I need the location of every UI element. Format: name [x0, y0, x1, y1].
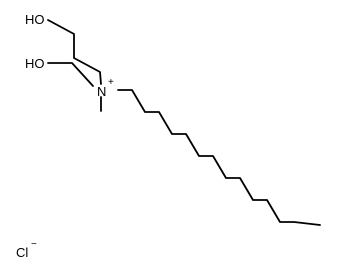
- chloride-negative-charge: −: [31, 239, 37, 250]
- hydroxyethyl-bond-upper: [47, 19, 102, 85]
- hydroxyl-left-label: HO: [25, 56, 45, 71]
- alkyl-chain-bond: [117, 89, 321, 226]
- nitrogen-positive-charge: +: [108, 77, 114, 88]
- hydroxyethyl-bond-lower: [47, 62, 94, 87]
- nitrogen-label: N: [97, 84, 106, 99]
- chloride-label: Cl: [16, 245, 28, 260]
- hydroxyl-top-label: HO: [25, 12, 45, 27]
